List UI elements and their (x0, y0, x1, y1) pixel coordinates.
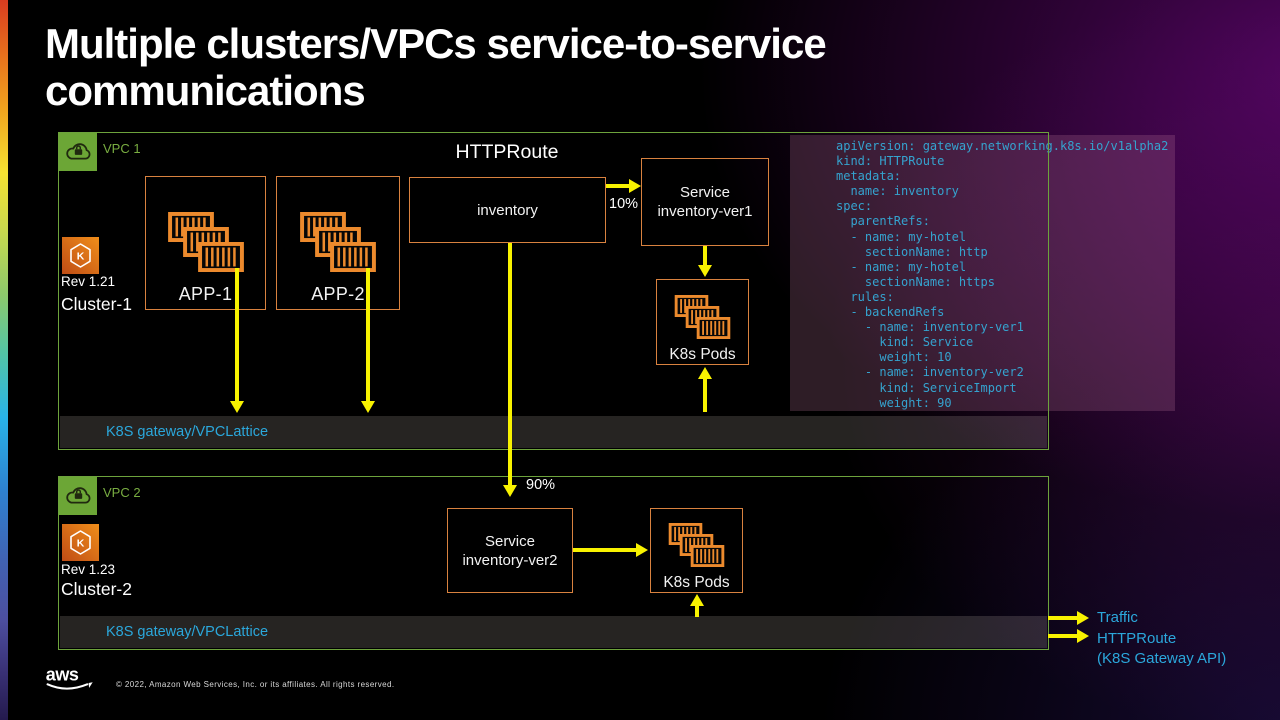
weight-90-label: 90% (526, 477, 556, 493)
app1-label: APP-1 (178, 284, 233, 304)
containers-icon (673, 295, 732, 339)
service-inventory-ver1-label: Service inventory-ver1 (657, 184, 753, 220)
arrow-gateway-to-pods-vpc1 (703, 378, 707, 412)
legend-traffic-label: Traffic (1097, 609, 1138, 626)
eks-icon (62, 237, 99, 274)
aws-logo: aws (46, 664, 93, 690)
app2-label: APP-2 (311, 284, 365, 304)
arrowhead (230, 401, 244, 413)
cluster2-name: Cluster-2 (61, 579, 132, 599)
inventory-label: inventory (477, 201, 538, 219)
inventory-route-box: inventory (409, 177, 606, 243)
vpc2-gateway-label: K8S gateway/VPCLattice (106, 624, 269, 640)
yaml-code-panel: apiVersion: gateway.networking.k8s.io/v1… (790, 135, 1175, 411)
arrow-app1-to-gateway (235, 268, 239, 402)
eks-icon (62, 524, 99, 561)
arrow-ver1-to-pods (703, 246, 707, 266)
arrowhead (636, 543, 648, 557)
rainbow-accent-stripe (0, 0, 8, 720)
httproute-heading: HTTPRoute (455, 141, 559, 163)
vpc2-box: VPC 2 Rev 1.23 Cluster-2 K8S gateway/VPC… (58, 476, 1049, 650)
arrow-inventory-to-ver1 (606, 184, 630, 188)
arrowhead (629, 179, 641, 193)
arrow-gateway-to-pods-vpc2 (695, 605, 699, 617)
arrowhead (361, 401, 375, 413)
arrowhead (503, 485, 517, 497)
vpc2-gateway-bar: K8S gateway/VPCLattice (60, 616, 1047, 648)
arrow-ver2-to-pods (573, 548, 637, 552)
app1-box: APP-1 (145, 176, 266, 310)
k8s-pods-label: K8s Pods (669, 346, 736, 363)
vpc1-box: VPC 1 Rev 1.21 Cluster-1 K8S gateway/VPC… (58, 132, 1049, 450)
arrowhead (698, 367, 712, 379)
title-line-2: communications (45, 67, 366, 114)
arrowhead (690, 594, 704, 606)
legend-traffic-arrow (1048, 616, 1078, 620)
weight-10-label: 10% (609, 196, 639, 212)
arrowhead (1077, 611, 1089, 625)
service-inventory-ver2-label: Service inventory-ver2 (462, 532, 558, 569)
k8s-pods-box-vpc1: K8s Pods (656, 279, 749, 365)
vpc-icon (59, 133, 97, 171)
cluster2-rev-label: Rev 1.23 (61, 562, 116, 577)
vpc1-gateway-bar: K8S gateway/VPCLattice (60, 416, 1047, 448)
arrowhead (698, 265, 712, 277)
slide-title: Multiple clusters/VPCs service-to-servic… (45, 20, 827, 114)
k8s-pods-label: K8s Pods (663, 574, 730, 591)
containers-icon (300, 212, 376, 272)
vpc1-gateway-label: K8S gateway/VPCLattice (106, 424, 269, 440)
arrow-inventory-to-ver2 (508, 243, 512, 486)
containers-icon (667, 523, 726, 567)
containers-icon (168, 212, 244, 272)
service-inventory-ver1-box: Service inventory-ver1 (641, 158, 769, 246)
title-line-1: Multiple clusters/VPCs service-to-servic… (45, 20, 827, 67)
arrowhead (1077, 629, 1089, 643)
service-inventory-ver2-box: Service inventory-ver2 (447, 508, 573, 593)
legend-httproute-label: HTTPRoute (1097, 630, 1177, 647)
yaml-code-text: apiVersion: gateway.networking.k8s.io/v1… (836, 139, 1169, 410)
vpc1-label: VPC 1 (103, 141, 141, 156)
k8s-pods-box-vpc2: K8s Pods (650, 508, 743, 593)
copyright-text: © 2022, Amazon Web Services, Inc. or its… (116, 680, 395, 689)
legend-httproute-arrow (1048, 634, 1078, 638)
cluster1-rev-label: Rev 1.21 (61, 274, 116, 289)
svg-text:aws: aws (46, 664, 79, 684)
legend-httproute-sub-label: (K8S Gateway API) (1097, 650, 1227, 667)
arrow-app2-to-gateway (366, 268, 370, 402)
app2-box: APP-2 (276, 176, 400, 310)
cluster1-name: Cluster-1 (61, 294, 132, 314)
vpc2-label: VPC 2 (103, 485, 141, 500)
vpc-icon (59, 477, 97, 515)
